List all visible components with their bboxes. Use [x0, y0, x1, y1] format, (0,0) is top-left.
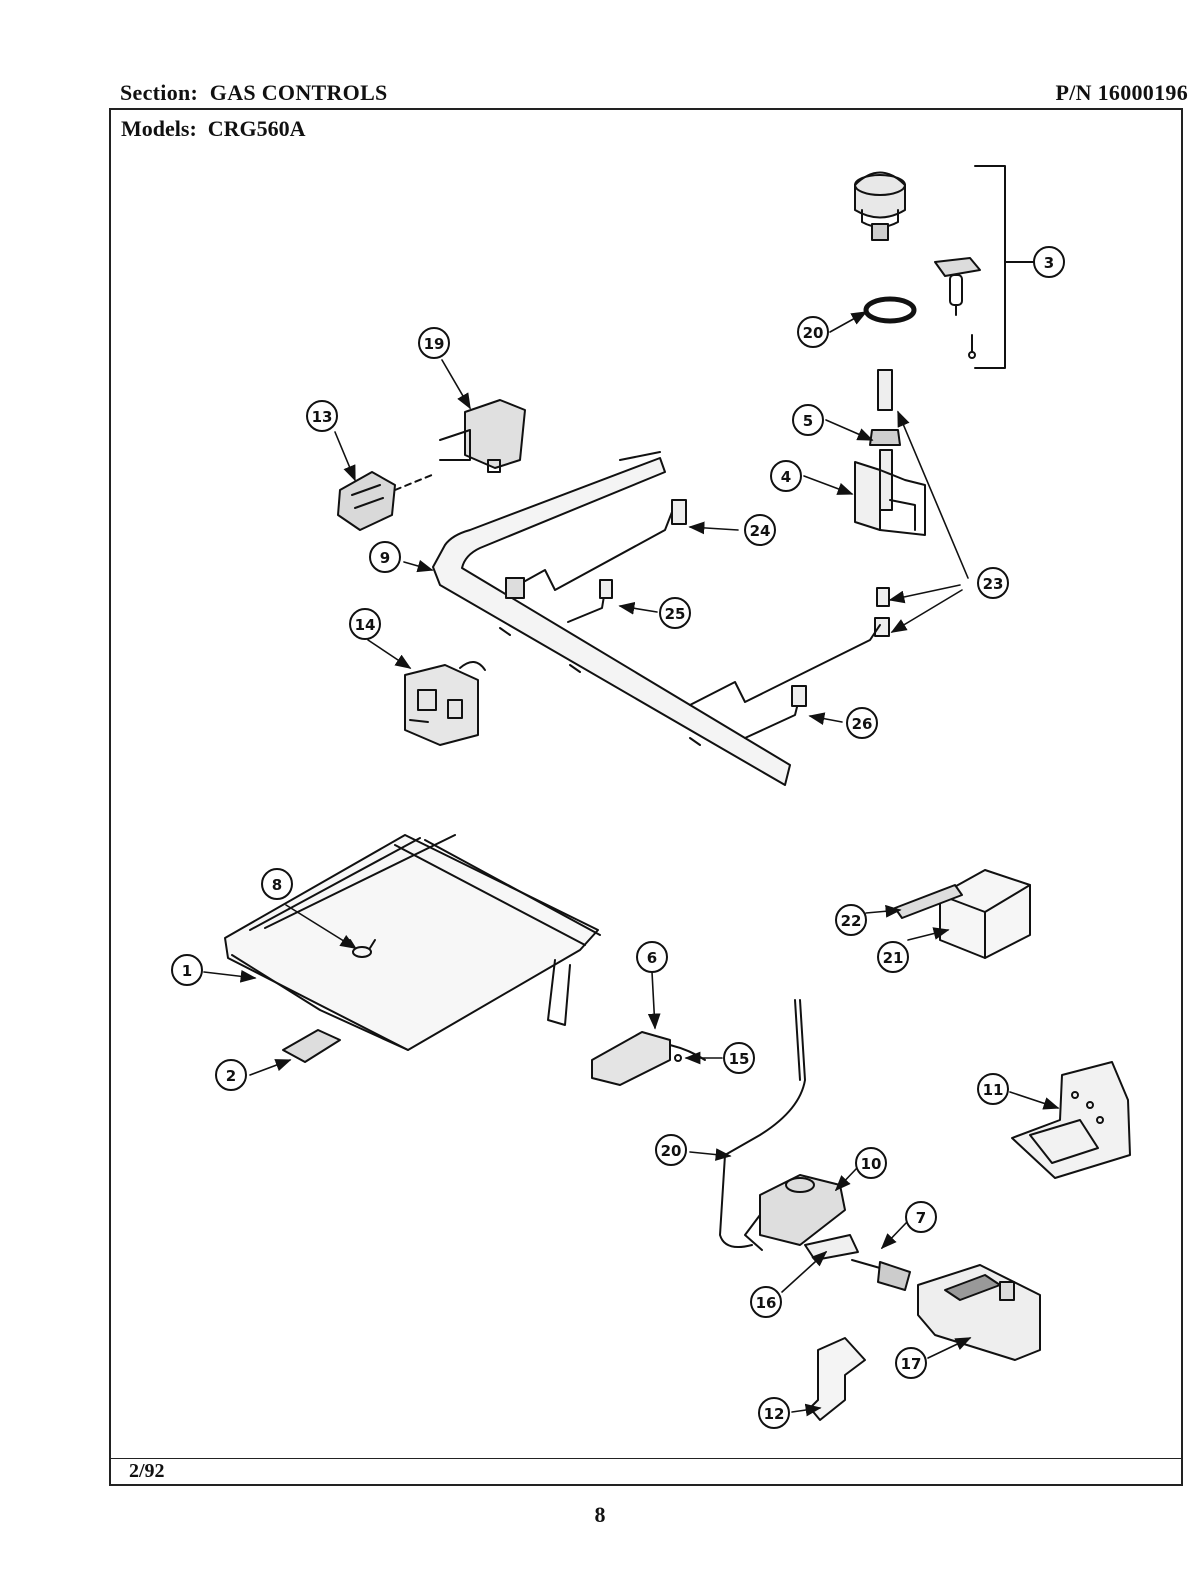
callout-22 [835, 904, 867, 936]
callout-22-label: 22 [841, 912, 862, 930]
callout-19-label: 19 [424, 335, 445, 353]
callout-25 [659, 597, 691, 629]
callout-2 [215, 1059, 247, 1091]
igniter-part [934, 257, 981, 316]
callout-9 [369, 541, 401, 573]
diagram-frame: Models: CRG560A 2/92 [109, 108, 1183, 1486]
o-ring-part [863, 296, 917, 324]
leader-arrows [203, 311, 1060, 1417]
callout-15 [723, 1042, 755, 1074]
callout-6-label: 6 [647, 949, 657, 967]
callout-20-bottom [655, 1134, 687, 1166]
burner-tube-25 [567, 579, 613, 623]
callout-24 [744, 514, 776, 546]
callouts [171, 246, 1065, 1429]
callout-12-label: 12 [764, 1405, 785, 1423]
callout-11 [977, 1073, 1009, 1105]
thermostat-part [404, 661, 486, 746]
callout-3-label: 3 [1044, 254, 1054, 272]
callout-5-label: 5 [803, 412, 813, 430]
callout-23 [977, 567, 1009, 599]
valve-body-part-17 [917, 1264, 1041, 1361]
callout-23-label: 23 [983, 575, 1004, 593]
callout-16 [750, 1286, 782, 1318]
callout-4 [770, 460, 802, 492]
mounting-bracket-11 [1011, 1061, 1131, 1179]
callout-19 [418, 327, 450, 359]
revision-date: 2/92 [129, 1460, 165, 1482]
callout-9-label: 9 [380, 549, 390, 567]
bracket-part-12 [809, 1337, 866, 1421]
callout-20-top [797, 316, 829, 348]
callout-14-label: 14 [355, 616, 376, 634]
callout-12 [758, 1397, 790, 1429]
callout-25-label: 25 [665, 605, 686, 623]
callout-3 [1033, 246, 1065, 278]
section-name: GAS CONTROLS [209, 80, 388, 105]
screw-part [968, 334, 976, 359]
models-label: Models: [121, 116, 197, 141]
assembly-bracket [974, 165, 1006, 369]
callout-7 [905, 1201, 937, 1233]
callout-16-label: 16 [756, 1294, 777, 1312]
section-title: Section: GAS CONTROLS [120, 80, 388, 106]
gas-line-part [719, 999, 806, 1248]
callout-4-label: 4 [781, 468, 791, 486]
callout-10 [855, 1147, 887, 1179]
callout-26 [846, 707, 878, 739]
fitting-part-7 [851, 1259, 911, 1291]
callout-15-label: 15 [729, 1050, 750, 1068]
ignition-switch-part [337, 471, 396, 531]
footer-divider [111, 1458, 1181, 1459]
valve-switch-part [439, 399, 526, 473]
models-value: CRG560A [207, 116, 306, 141]
burner-tube-24 [505, 499, 687, 599]
pressure-regulator-part [744, 1174, 859, 1261]
callout-17 [895, 1347, 927, 1379]
callout-10-label: 10 [861, 1155, 882, 1173]
alignment-line [394, 474, 433, 491]
burner-cap-part [854, 171, 906, 241]
callout-2-label: 2 [226, 1067, 236, 1085]
burner-tube-26 [744, 685, 807, 739]
burner-box-part [224, 834, 601, 1063]
callout-20-top-label: 20 [803, 324, 824, 342]
callout-13-label: 13 [312, 408, 333, 426]
orifice-fitting-part [874, 587, 890, 637]
burner-tube-23 [689, 624, 881, 706]
part-number: P/N 16000196 [1055, 80, 1188, 105]
callout-8 [261, 868, 293, 900]
models-line: Models: CRG560A [121, 116, 306, 142]
callout-7-label: 7 [916, 1209, 926, 1227]
callout-20-bottom-label: 20 [661, 1142, 682, 1160]
callout-8-label: 8 [272, 876, 282, 894]
callout-26-label: 26 [852, 715, 873, 733]
callout-24-label: 24 [750, 522, 771, 540]
callout-21-label: 21 [883, 949, 904, 967]
page-number: 8 [594, 1502, 606, 1527]
callout-1-label: 1 [182, 962, 192, 980]
orifice-holder-part [869, 369, 901, 511]
callout-13 [306, 400, 338, 432]
callout-21 [877, 941, 909, 973]
callout-5 [792, 404, 824, 436]
callout-11-label: 11 [983, 1081, 1004, 1099]
mounting-bracket-part [854, 461, 926, 536]
callout-14 [349, 608, 381, 640]
junction-box-part [939, 869, 1031, 959]
callout-1 [171, 954, 203, 986]
callout-6 [636, 941, 668, 973]
callout-17-label: 17 [901, 1355, 922, 1373]
section-label: Section: [120, 80, 199, 105]
gas-manifold-part [432, 451, 791, 786]
